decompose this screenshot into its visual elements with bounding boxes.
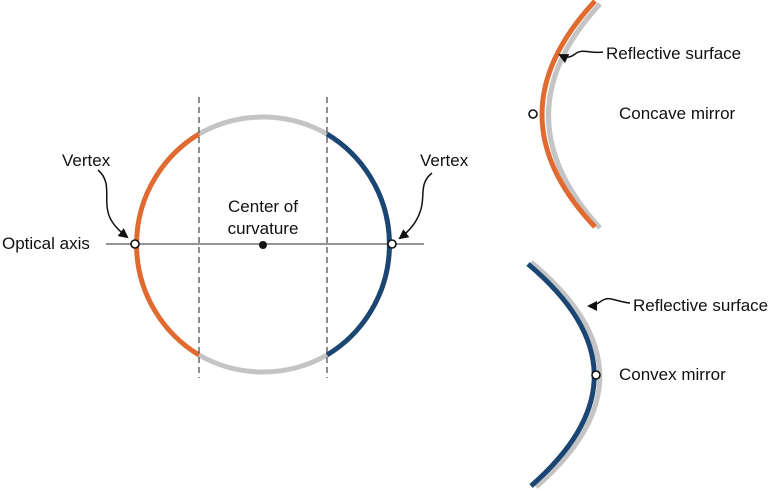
convex-mirror-label: Convex mirror (619, 365, 726, 384)
convex-mirror-blue (526, 262, 597, 488)
concave-mirror-figure: Reflective surface Concave mirror (528, 0, 741, 230)
concave-mirror-orange (539, 0, 597, 229)
sphere-arc-top (197, 114, 329, 137)
concave-mirror-label: Concave mirror (619, 104, 736, 123)
reflective-surface-top-leader (558, 50, 604, 64)
reflective-surface-bottom-leader (587, 297, 631, 311)
optical-axis-label: Optical axis (2, 234, 90, 253)
reflective-surface-bottom-label: Reflective surface (633, 296, 768, 315)
vertex-point-right (387, 239, 397, 249)
vertex-left-arrow (97, 169, 129, 239)
sphere-figure: Vertex Vertex Optical axis Center of cur… (2, 97, 469, 378)
reflective-surface-top-label: Reflective surface (606, 44, 741, 63)
center-label-line1: Center of (228, 197, 298, 216)
concave-mirror-gray (546, 2, 602, 230)
vertex-right-arrow (398, 172, 433, 240)
center-point (259, 241, 267, 249)
vertex-left-label: Vertex (62, 151, 111, 170)
vertex-right-label: Vertex (420, 151, 469, 170)
vertex-point-left (130, 239, 140, 249)
sphere-arc-bottom (197, 352, 329, 375)
concave-vertex-point (528, 109, 538, 119)
convex-vertex-point (591, 370, 601, 380)
center-label-line2: curvature (228, 219, 299, 238)
convex-mirror-figure: Reflective surface Convex mirror (526, 260, 768, 489)
